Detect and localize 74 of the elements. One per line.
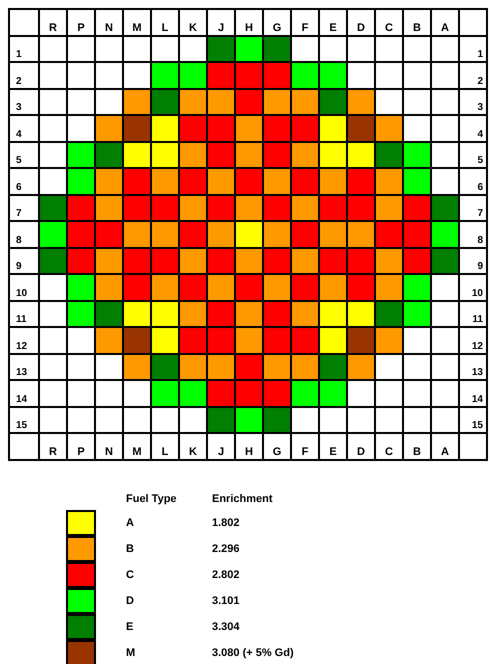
row-label: 11: [460, 302, 486, 326]
column-label: M: [124, 434, 150, 458]
row-label: 15: [460, 408, 486, 432]
column-label: K: [180, 10, 206, 34]
fuel-type-label: B: [126, 542, 135, 557]
column-label: K: [180, 434, 206, 458]
enrichment-value: 2.296: [212, 542, 240, 557]
enrichment-value: 3.080 (+ 5% Gd): [212, 646, 294, 661]
row-label: 15: [10, 408, 38, 432]
column-label: F: [292, 10, 318, 34]
row-label: 14: [10, 381, 38, 406]
column-label: P: [68, 434, 94, 458]
enrichment-value: 2.802: [212, 568, 240, 583]
column-label: A: [432, 10, 458, 34]
enrichment-value: 3.101: [212, 594, 240, 609]
column-label: H: [236, 10, 262, 34]
row-label: 8: [10, 222, 38, 246]
column-label: L: [152, 10, 178, 34]
row-label: 1: [10, 36, 38, 61]
row-label: 5: [10, 142, 38, 167]
row-label: 6: [10, 169, 38, 194]
row-label: 14: [460, 381, 486, 406]
row-label: 7: [10, 196, 38, 220]
row-label: 11: [10, 302, 38, 326]
row-label: 4: [10, 116, 38, 140]
column-label: G: [264, 434, 290, 458]
row-label: 4: [460, 116, 486, 140]
row-label: 13: [10, 354, 38, 379]
column-label: N: [96, 434, 122, 458]
column-label: C: [376, 434, 402, 458]
fuel-type-label: C: [126, 568, 135, 583]
column-label: R: [40, 10, 66, 34]
column-label: D: [348, 434, 374, 458]
row-label: 10: [460, 275, 486, 300]
column-label: R: [40, 434, 66, 458]
row-label: 10: [10, 275, 38, 300]
row-label: 12: [460, 328, 486, 352]
column-label: J: [208, 434, 234, 458]
column-label: B: [404, 434, 430, 458]
column-label: J: [208, 10, 234, 34]
row-label: 8: [460, 222, 486, 246]
row-label: 5: [460, 142, 486, 167]
column-label: M: [124, 10, 150, 34]
column-label: G: [264, 10, 290, 34]
row-label: 9: [10, 248, 38, 273]
column-label: E: [320, 434, 346, 458]
enrichment-value: 1.802: [212, 516, 240, 531]
row-label: 13: [460, 354, 486, 379]
row-label: 6: [460, 169, 486, 194]
column-header: Enrichment: [212, 492, 273, 507]
row-label: 2: [460, 63, 486, 88]
fuel-type-label: M: [126, 646, 136, 661]
row-label: 1: [460, 36, 486, 61]
row-label: 2: [10, 63, 38, 88]
column-label: H: [236, 434, 262, 458]
row-label: 3: [10, 90, 38, 114]
column-label: D: [348, 10, 374, 34]
row-label: 12: [10, 328, 38, 352]
row-label: 9: [460, 248, 486, 273]
column-label: C: [376, 10, 402, 34]
column-label: A: [432, 434, 458, 458]
row-label: 7: [460, 196, 486, 220]
column-label: E: [320, 10, 346, 34]
column-header: Fuel Type: [126, 492, 178, 507]
column-label: N: [96, 10, 122, 34]
enrichment-value: 3.304: [212, 620, 240, 635]
column-label: F: [292, 434, 318, 458]
column-label: P: [68, 10, 94, 34]
fuel-type-label: D: [126, 594, 135, 609]
column-label: B: [404, 10, 430, 34]
row-label: 3: [460, 90, 486, 114]
column-label: L: [152, 434, 178, 458]
fuel-type-label: E: [126, 620, 134, 635]
fuel-type-label: A: [126, 516, 135, 531]
